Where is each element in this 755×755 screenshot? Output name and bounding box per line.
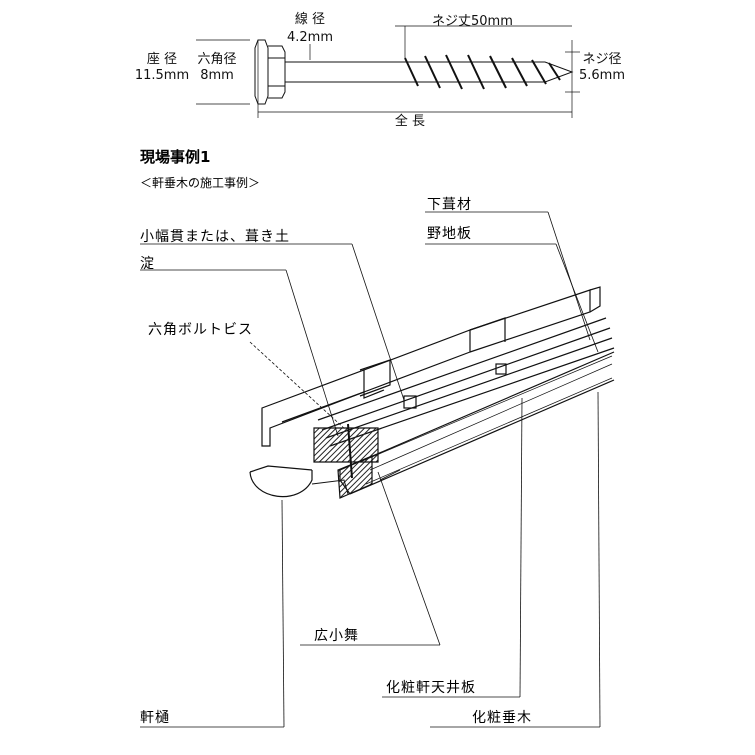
tile-step-1 (281, 391, 365, 423)
case-subtitle: ＜軒垂木の施工事例＞ (140, 176, 261, 190)
rafter-inner-2 (369, 363, 613, 471)
leader-rafter-center (379, 469, 401, 481)
label-hirokomai: 広小舞 (314, 628, 359, 644)
fitting-lower (403, 395, 417, 409)
sheathing-line-1 (317, 317, 607, 421)
hex-diameter-label: 六角径 (197, 52, 237, 67)
case-title: 現場事例1 (140, 148, 211, 166)
hex-bolt-screw (347, 423, 353, 479)
thread-diameter-value: 5.6mm (578, 68, 625, 83)
rafter-bottom (349, 379, 615, 495)
label-sheathing: 下葺材 (427, 197, 472, 213)
gutter-body (249, 470, 313, 498)
batten-lower (359, 359, 391, 397)
screw-hex-head (268, 45, 286, 99)
thread-diameter-label: ネジ径 (582, 52, 622, 67)
gutter-rim (249, 465, 313, 473)
label-rafter: 化粧垂木 (472, 710, 532, 726)
wire-diameter-label: 線 径 (294, 12, 326, 27)
roof-tile-middle (363, 329, 471, 393)
screw-thread-lines (404, 54, 561, 90)
roof-tile-upper (469, 289, 591, 353)
roof-board-line-1 (325, 337, 613, 439)
total-length-label: 全 長 (394, 114, 426, 129)
rafter-inner-1 (359, 355, 613, 463)
screw-seat (254, 39, 269, 105)
hex-diameter-value: 8mm (200, 68, 234, 83)
leader-bolt-screw (249, 341, 347, 431)
label-roof-board: 野地板 (427, 226, 472, 242)
rafter-top (339, 351, 615, 471)
label-gutter: 軒樋 (140, 710, 170, 726)
sheathing-line-2 (321, 327, 611, 431)
label-yodo: 淀 (140, 256, 155, 272)
thread-length-label: ネジ丈50mm (432, 14, 513, 29)
screw-shank (285, 61, 405, 83)
ceiling-board (365, 377, 613, 485)
wire-diameter-value: 4.2mm (286, 30, 333, 45)
batten-upper (469, 317, 506, 342)
label-batten: 小幅貫または、葺き土 (140, 229, 290, 245)
seat-diameter-value: 11.5mm (134, 68, 190, 83)
yodo-board (313, 427, 379, 463)
gutter-bracket (311, 479, 349, 495)
screw-drawing (196, 25, 580, 118)
label-hex-bolt-screw: 六角ボルトビス (148, 322, 253, 338)
roof-tile-top (589, 286, 601, 313)
fitting-upper (495, 363, 507, 375)
seat-diameter-label: 座 径 (146, 52, 178, 67)
label-ceiling-board: 化粧軒天井板 (386, 680, 476, 696)
